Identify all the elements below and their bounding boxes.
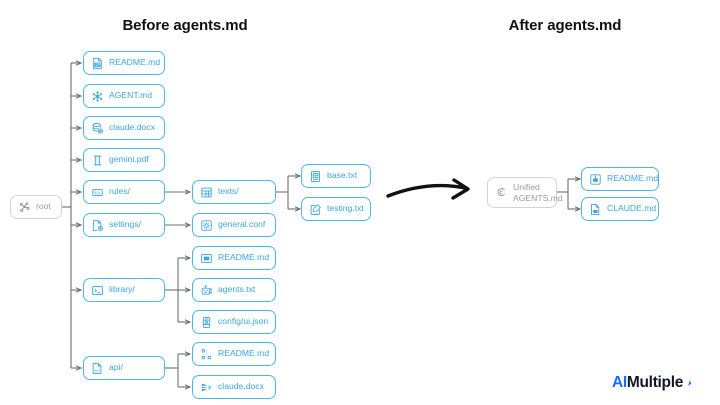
node-label: agents.txt [218,284,256,295]
node-gemini-pdf[interactable]: gemini.pdf [83,148,165,172]
snowflake-icon [91,90,104,103]
node-after-readme-md[interactable]: README.md [581,167,659,191]
nodes-graph-icon [200,348,213,361]
gemini-icon [91,154,104,167]
node-label: README.md [607,173,659,184]
node-label: AGENT.md [109,90,152,101]
node-label: README.md [218,252,270,263]
node-config-ui-json[interactable]: config/ui.json [192,310,276,334]
gear-square-icon [200,219,213,232]
node-api-claude-docx[interactable]: claude.docx [192,375,276,399]
mobile-ui-icon [200,316,213,329]
document-grid-icon [309,170,322,183]
node-label: api/ [109,362,123,373]
doc-robot-icon [589,203,602,216]
markdown-file-icon [91,57,104,70]
node-library-folder[interactable]: library/ [83,278,165,302]
node-label: rules/ [109,186,131,197]
page-title-before: Before agents.md [122,17,248,34]
table-icon [200,186,213,199]
sql-badge-icon: SQL [91,186,104,199]
node-agents-txt[interactable]: agents.txt [192,278,276,302]
node-texts-folder[interactable]: texts/ [192,180,276,204]
node-testing-txt[interactable]: testing.txt [301,197,371,221]
node-label: claude.docx [218,381,264,392]
node-readme-md-root[interactable]: README.md [83,51,165,75]
node-settings-folder[interactable]: settings/ [83,213,165,237]
node-label: base.txt [327,170,358,181]
scatter-nodes-icon [18,201,31,214]
node-label: settings/ [109,219,142,230]
node-label: testing.txt [327,203,364,214]
claude-burst-icon [200,381,213,394]
node-claude-docx-root[interactable]: claude.docx [83,116,165,140]
node-label: CLAUDE.md [607,203,657,214]
window-icon [200,252,213,265]
claude-swirl-icon [495,186,508,199]
node-label: README.md [109,57,161,68]
terminal-icon [91,284,104,297]
robot-icon [200,284,213,297]
logo-ai-text: AI [612,374,627,391]
svg-text:SQL: SQL [94,191,101,195]
node-label: Unified AGENTS.md [513,182,563,203]
robot-card-icon [589,173,602,186]
node-library-readme-md[interactable]: README.md [192,246,276,270]
node-api-folder[interactable]: API api/ [83,356,165,380]
node-agent-md[interactable]: AGENT.md [83,84,165,108]
node-label: config/ui.json [218,316,269,327]
page-title-after: After agents.md [508,17,622,34]
node-label: texts/ [218,186,239,197]
logo-name-text: Multiple [626,374,684,391]
node-base-txt[interactable]: base.txt [301,164,371,188]
file-gear-icon [91,219,104,232]
node-label: gemini.pdf [109,154,149,165]
node-label: root [36,201,51,212]
database-gear-icon [91,122,104,135]
aimultiple-logo: AIMultiple [612,374,692,392]
node-root[interactable]: root [10,195,62,219]
node-label: README.md [218,348,270,359]
node-api-readme-md[interactable]: README.md [192,342,276,366]
node-after-claude-md[interactable]: CLAUDE.md [581,197,659,221]
svg-text:API: API [94,369,99,373]
transition-arrow [386,178,470,200]
node-label: claude.docx [109,122,155,133]
node-label: library/ [109,284,135,295]
node-rules-folder[interactable]: SQL rules/ [83,180,165,204]
node-general-conf[interactable]: general.conf [192,213,276,237]
api-file-icon: API [91,362,104,375]
node-label: general.conf [218,219,266,230]
edit-document-icon [309,203,322,216]
node-unified-agents-md[interactable]: Unified AGENTS.md [487,177,563,208]
